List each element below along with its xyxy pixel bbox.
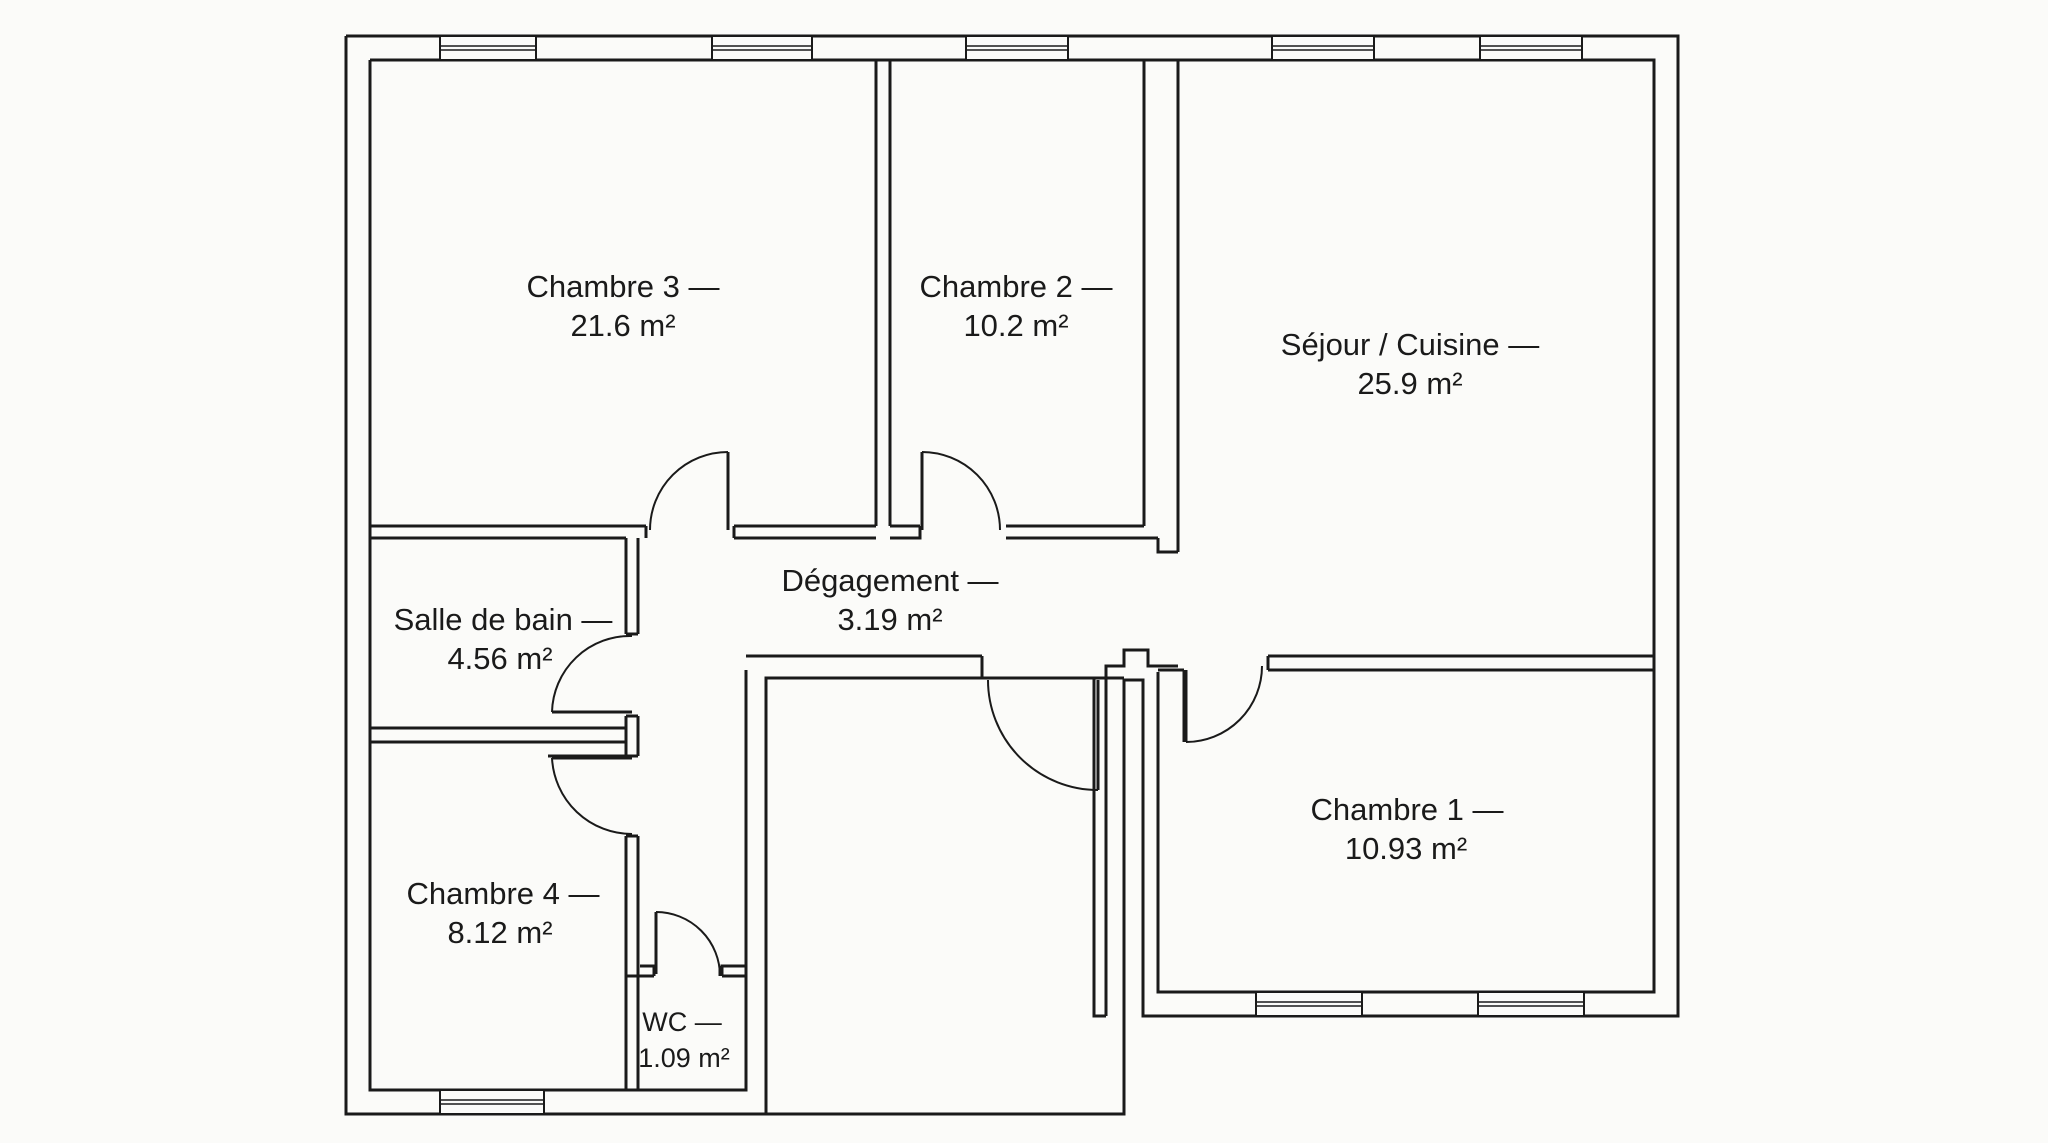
room-name-sejour-cuisine: Séjour / Cuisine — xyxy=(1281,327,1539,362)
door-salle-de-bain xyxy=(551,634,633,714)
room-area-chambre-2: 10.2 m² xyxy=(963,308,1068,343)
door-chambre-2 xyxy=(920,451,1001,531)
window xyxy=(965,35,1069,61)
room-name-chambre-3: Chambre 3 — xyxy=(527,269,720,304)
room-area-chambre-3: 21.6 m² xyxy=(570,308,675,343)
room-name-chambre-1: Chambre 1 — xyxy=(1311,792,1504,827)
door-chambre-4 xyxy=(551,756,633,836)
door-chambre-3 xyxy=(649,451,730,531)
window xyxy=(439,35,537,61)
window xyxy=(439,1089,545,1115)
room-area-chambre-4: 8.12 m² xyxy=(447,915,552,950)
window xyxy=(1479,35,1583,61)
door-chambre-1 xyxy=(1184,665,1263,743)
room-name-chambre-4: Chambre 4 — xyxy=(407,876,600,911)
door-sejour xyxy=(987,679,1100,791)
outer-wall-outer-line xyxy=(346,34,1680,1116)
room-name-degagement: Dégagement — xyxy=(781,563,998,598)
window xyxy=(711,35,813,61)
room-area-wc: 1.09 m² xyxy=(638,1043,730,1073)
interior-walls xyxy=(370,60,1654,1092)
room-area-salle-de-bain: 4.56 m² xyxy=(447,641,552,676)
room-name-salle-de-bain: Salle de bain — xyxy=(394,602,613,637)
room-area-sejour-cuisine: 25.9 m² xyxy=(1357,366,1462,401)
door-wc xyxy=(654,911,722,977)
room-area-degagement: 3.19 m² xyxy=(837,602,942,637)
outer-walls xyxy=(344,34,1680,1116)
room-name-chambre-2: Chambre 2 — xyxy=(920,269,1113,304)
outer-wall-inner-line xyxy=(370,58,1656,994)
window xyxy=(1271,35,1375,61)
room-area-chambre-1: 10.93 m² xyxy=(1345,831,1467,866)
window xyxy=(1477,991,1585,1017)
room-labels: Chambre 3 — 21.6 m² Chambre 2 — 10.2 m² … xyxy=(394,269,1540,1073)
window xyxy=(1255,991,1363,1017)
doors xyxy=(551,451,1263,977)
windows xyxy=(439,35,1585,1115)
room-name-wc: WC — xyxy=(642,1007,721,1037)
